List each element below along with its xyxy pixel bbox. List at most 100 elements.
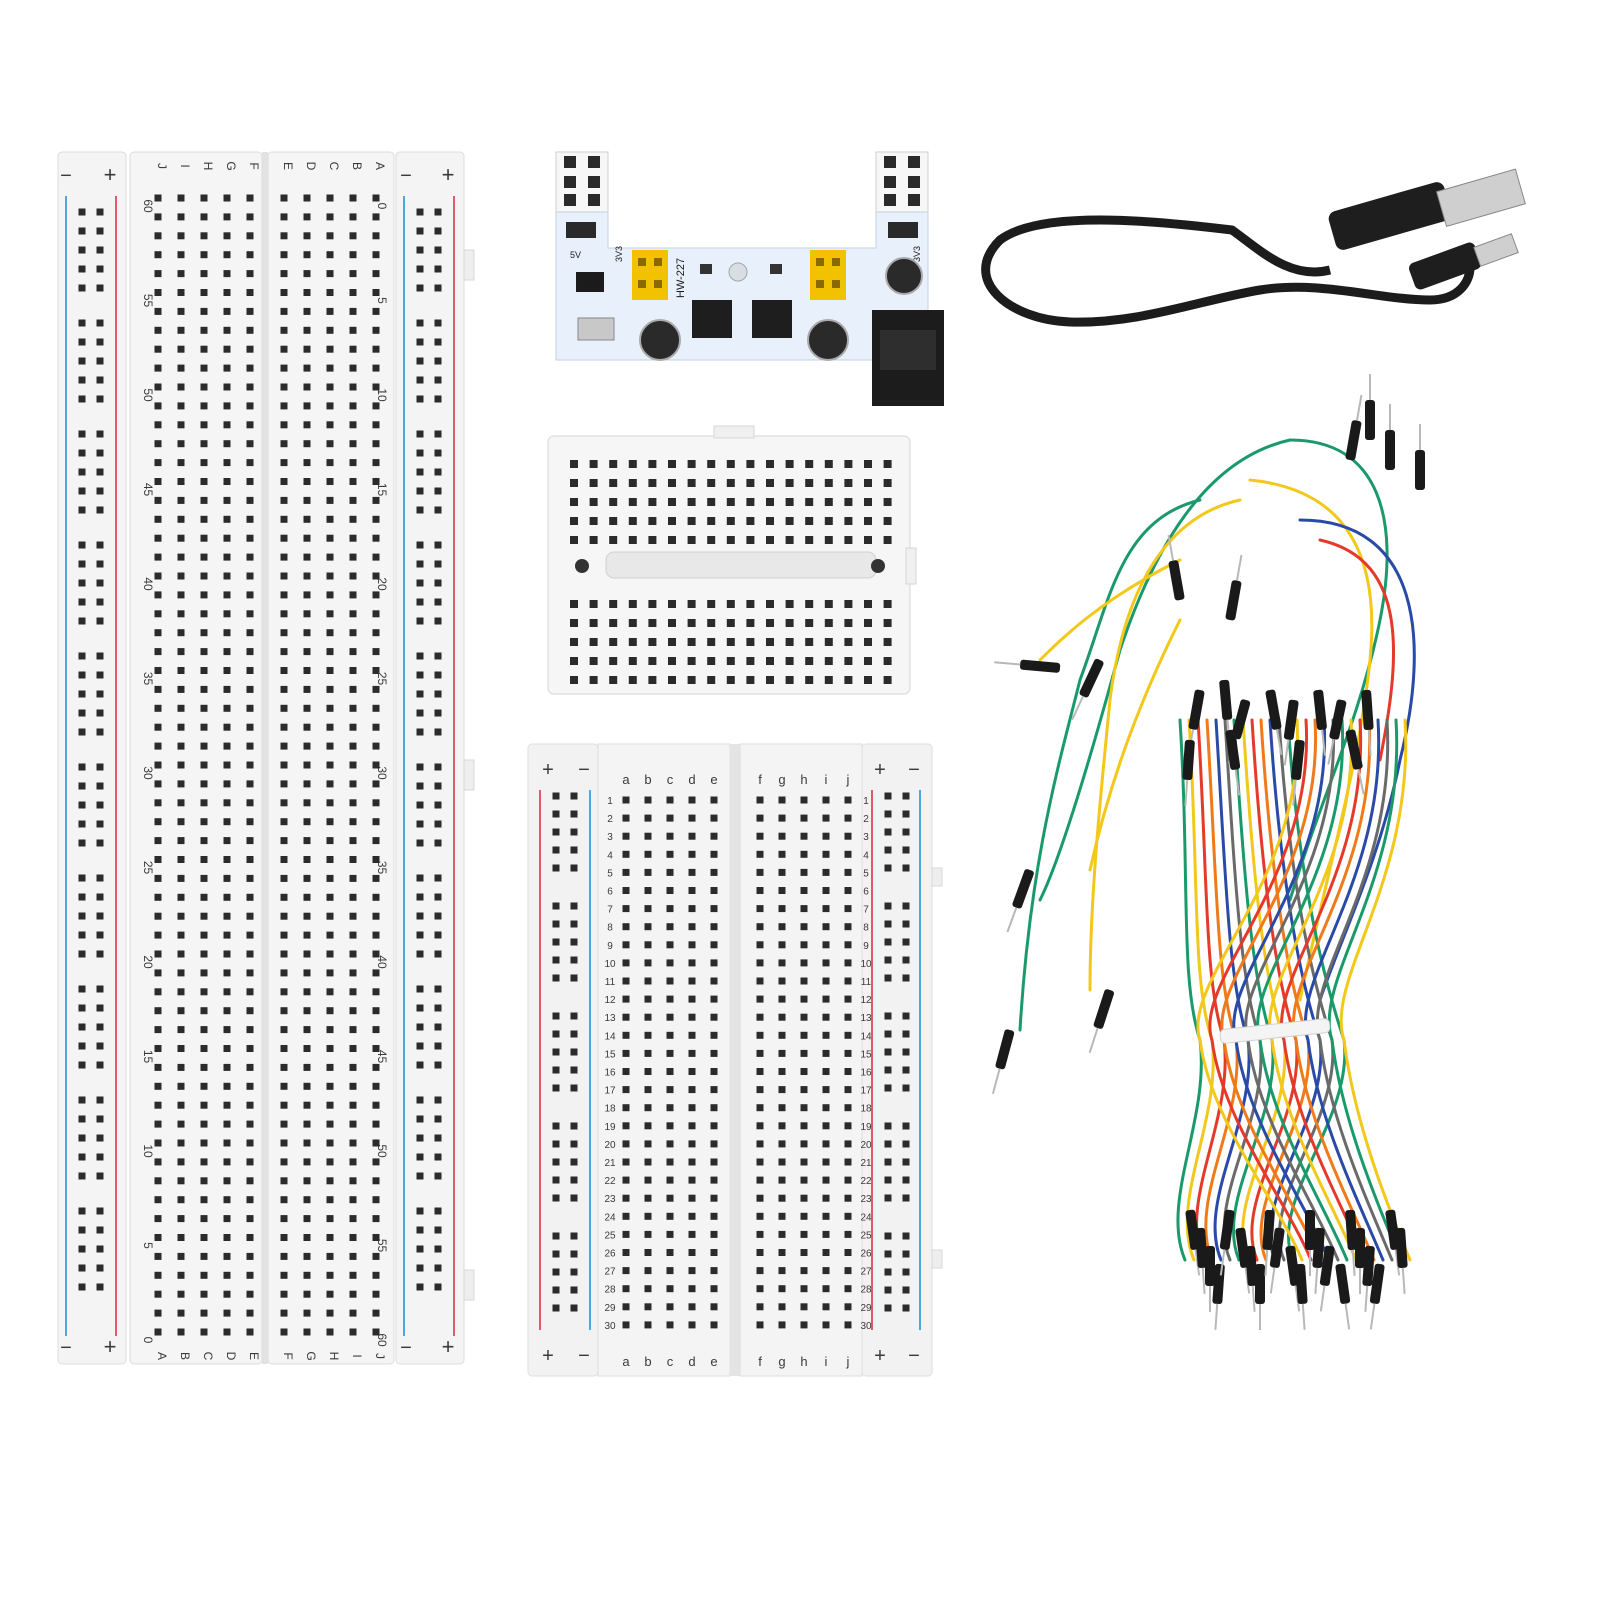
half-center-channel: [730, 744, 740, 1376]
hole: [154, 307, 162, 315]
hole: [822, 1104, 830, 1112]
rail-hole: [96, 208, 104, 216]
connector-pin: [1275, 729, 1283, 756]
hole: [349, 742, 357, 750]
rail-hole: [416, 652, 424, 660]
hole: [223, 610, 231, 618]
rail-hole: [552, 1250, 560, 1258]
hole: [246, 459, 254, 467]
hole: [822, 1321, 830, 1329]
row-number: 11: [605, 977, 616, 988]
hole: [710, 959, 718, 967]
hole: [800, 887, 808, 894]
rail-hole: [884, 1232, 892, 1240]
hole: [822, 1267, 830, 1275]
hole: [746, 657, 755, 665]
row-number: 2: [863, 814, 869, 825]
hole: [200, 988, 208, 996]
hole: [372, 1063, 380, 1071]
hole: [154, 818, 162, 826]
hole: [154, 629, 162, 637]
column-letter: a: [622, 1354, 630, 1369]
hole: [280, 194, 288, 202]
row-number: 26: [860, 1249, 872, 1260]
rail-hole: [570, 1194, 578, 1202]
hole: [246, 326, 254, 334]
hole: [154, 1328, 162, 1336]
row-number: 7: [607, 905, 613, 916]
hole: [844, 1013, 852, 1021]
hole: [766, 619, 774, 627]
header-pin: [884, 176, 896, 188]
hole: [756, 1122, 764, 1130]
jumper-wire: [1288, 438, 1389, 902]
connector-pin: [1327, 738, 1335, 765]
hole: [200, 345, 208, 353]
hole: [177, 364, 185, 372]
hole: [644, 850, 652, 858]
hole: [154, 837, 162, 845]
hole: [756, 1194, 764, 1202]
hole: [349, 856, 357, 863]
hole: [246, 1309, 254, 1317]
hole: [177, 799, 185, 807]
hole: [372, 912, 380, 920]
hole: [707, 460, 716, 468]
hole: [805, 638, 814, 646]
hole: [778, 995, 786, 1003]
hole: [688, 977, 696, 985]
hole: [280, 931, 288, 939]
connector-housing: [1225, 729, 1241, 770]
hole: [622, 814, 630, 822]
hole: [177, 874, 185, 882]
rail-hole: [96, 912, 104, 920]
row-number: 25: [375, 672, 389, 686]
hole: [177, 648, 185, 656]
hole: [154, 723, 162, 731]
hole: [644, 905, 652, 913]
hole: [644, 814, 652, 822]
hole: [223, 950, 231, 958]
hole: [326, 402, 334, 410]
rail-hole: [570, 810, 578, 818]
hole: [688, 1049, 696, 1057]
connector-housing: [1362, 1245, 1375, 1287]
hole: [223, 307, 231, 315]
row-number: 28: [604, 1285, 616, 1296]
hole: [822, 814, 830, 822]
hole: [280, 1252, 288, 1260]
row-number: 25: [860, 1230, 872, 1241]
hole: [666, 995, 674, 1003]
right-rail-plus-bottom: +: [442, 1334, 455, 1359]
hole: [154, 1234, 162, 1241]
rail-hole: [434, 506, 442, 514]
hole: [648, 638, 657, 646]
hole: [666, 1086, 674, 1094]
hole: [628, 460, 637, 468]
row-number: 12: [860, 995, 872, 1006]
column-letter: A: [373, 162, 387, 170]
hole: [778, 1140, 786, 1148]
hole: [326, 1215, 334, 1223]
wire-connector: [1327, 699, 1347, 765]
hole: [326, 893, 334, 901]
hole: [200, 459, 208, 467]
wire-connector: [1291, 739, 1305, 806]
hole: [177, 345, 185, 353]
hole: [303, 1158, 311, 1166]
hole: [785, 517, 794, 525]
hole: [687, 536, 696, 544]
hole: [372, 1290, 380, 1298]
hole: [766, 536, 774, 544]
hole: [800, 1158, 808, 1166]
hole: [746, 536, 755, 544]
hole: [246, 1252, 254, 1260]
hole: [280, 761, 288, 769]
hole: [303, 591, 311, 599]
rail-hole: [570, 1250, 578, 1258]
hole: [372, 1252, 380, 1260]
rail-hole: [570, 1048, 578, 1056]
row-number: 50: [375, 1144, 389, 1158]
hole: [200, 780, 208, 788]
